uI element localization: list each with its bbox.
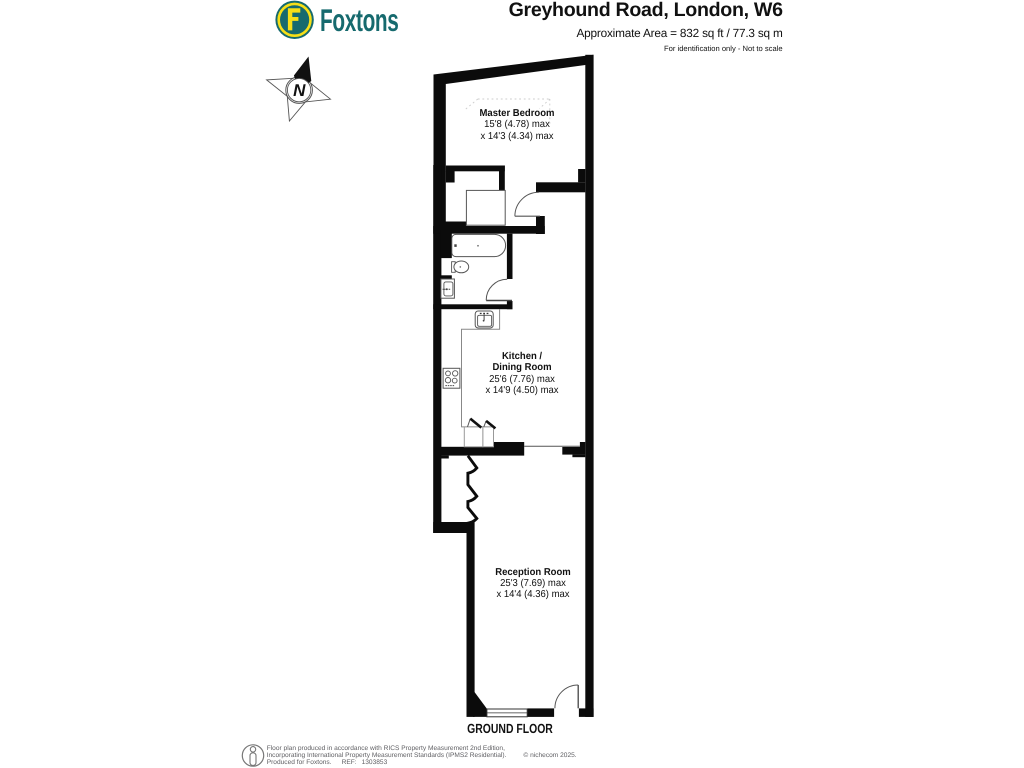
svg-text:N: N bbox=[293, 81, 306, 100]
